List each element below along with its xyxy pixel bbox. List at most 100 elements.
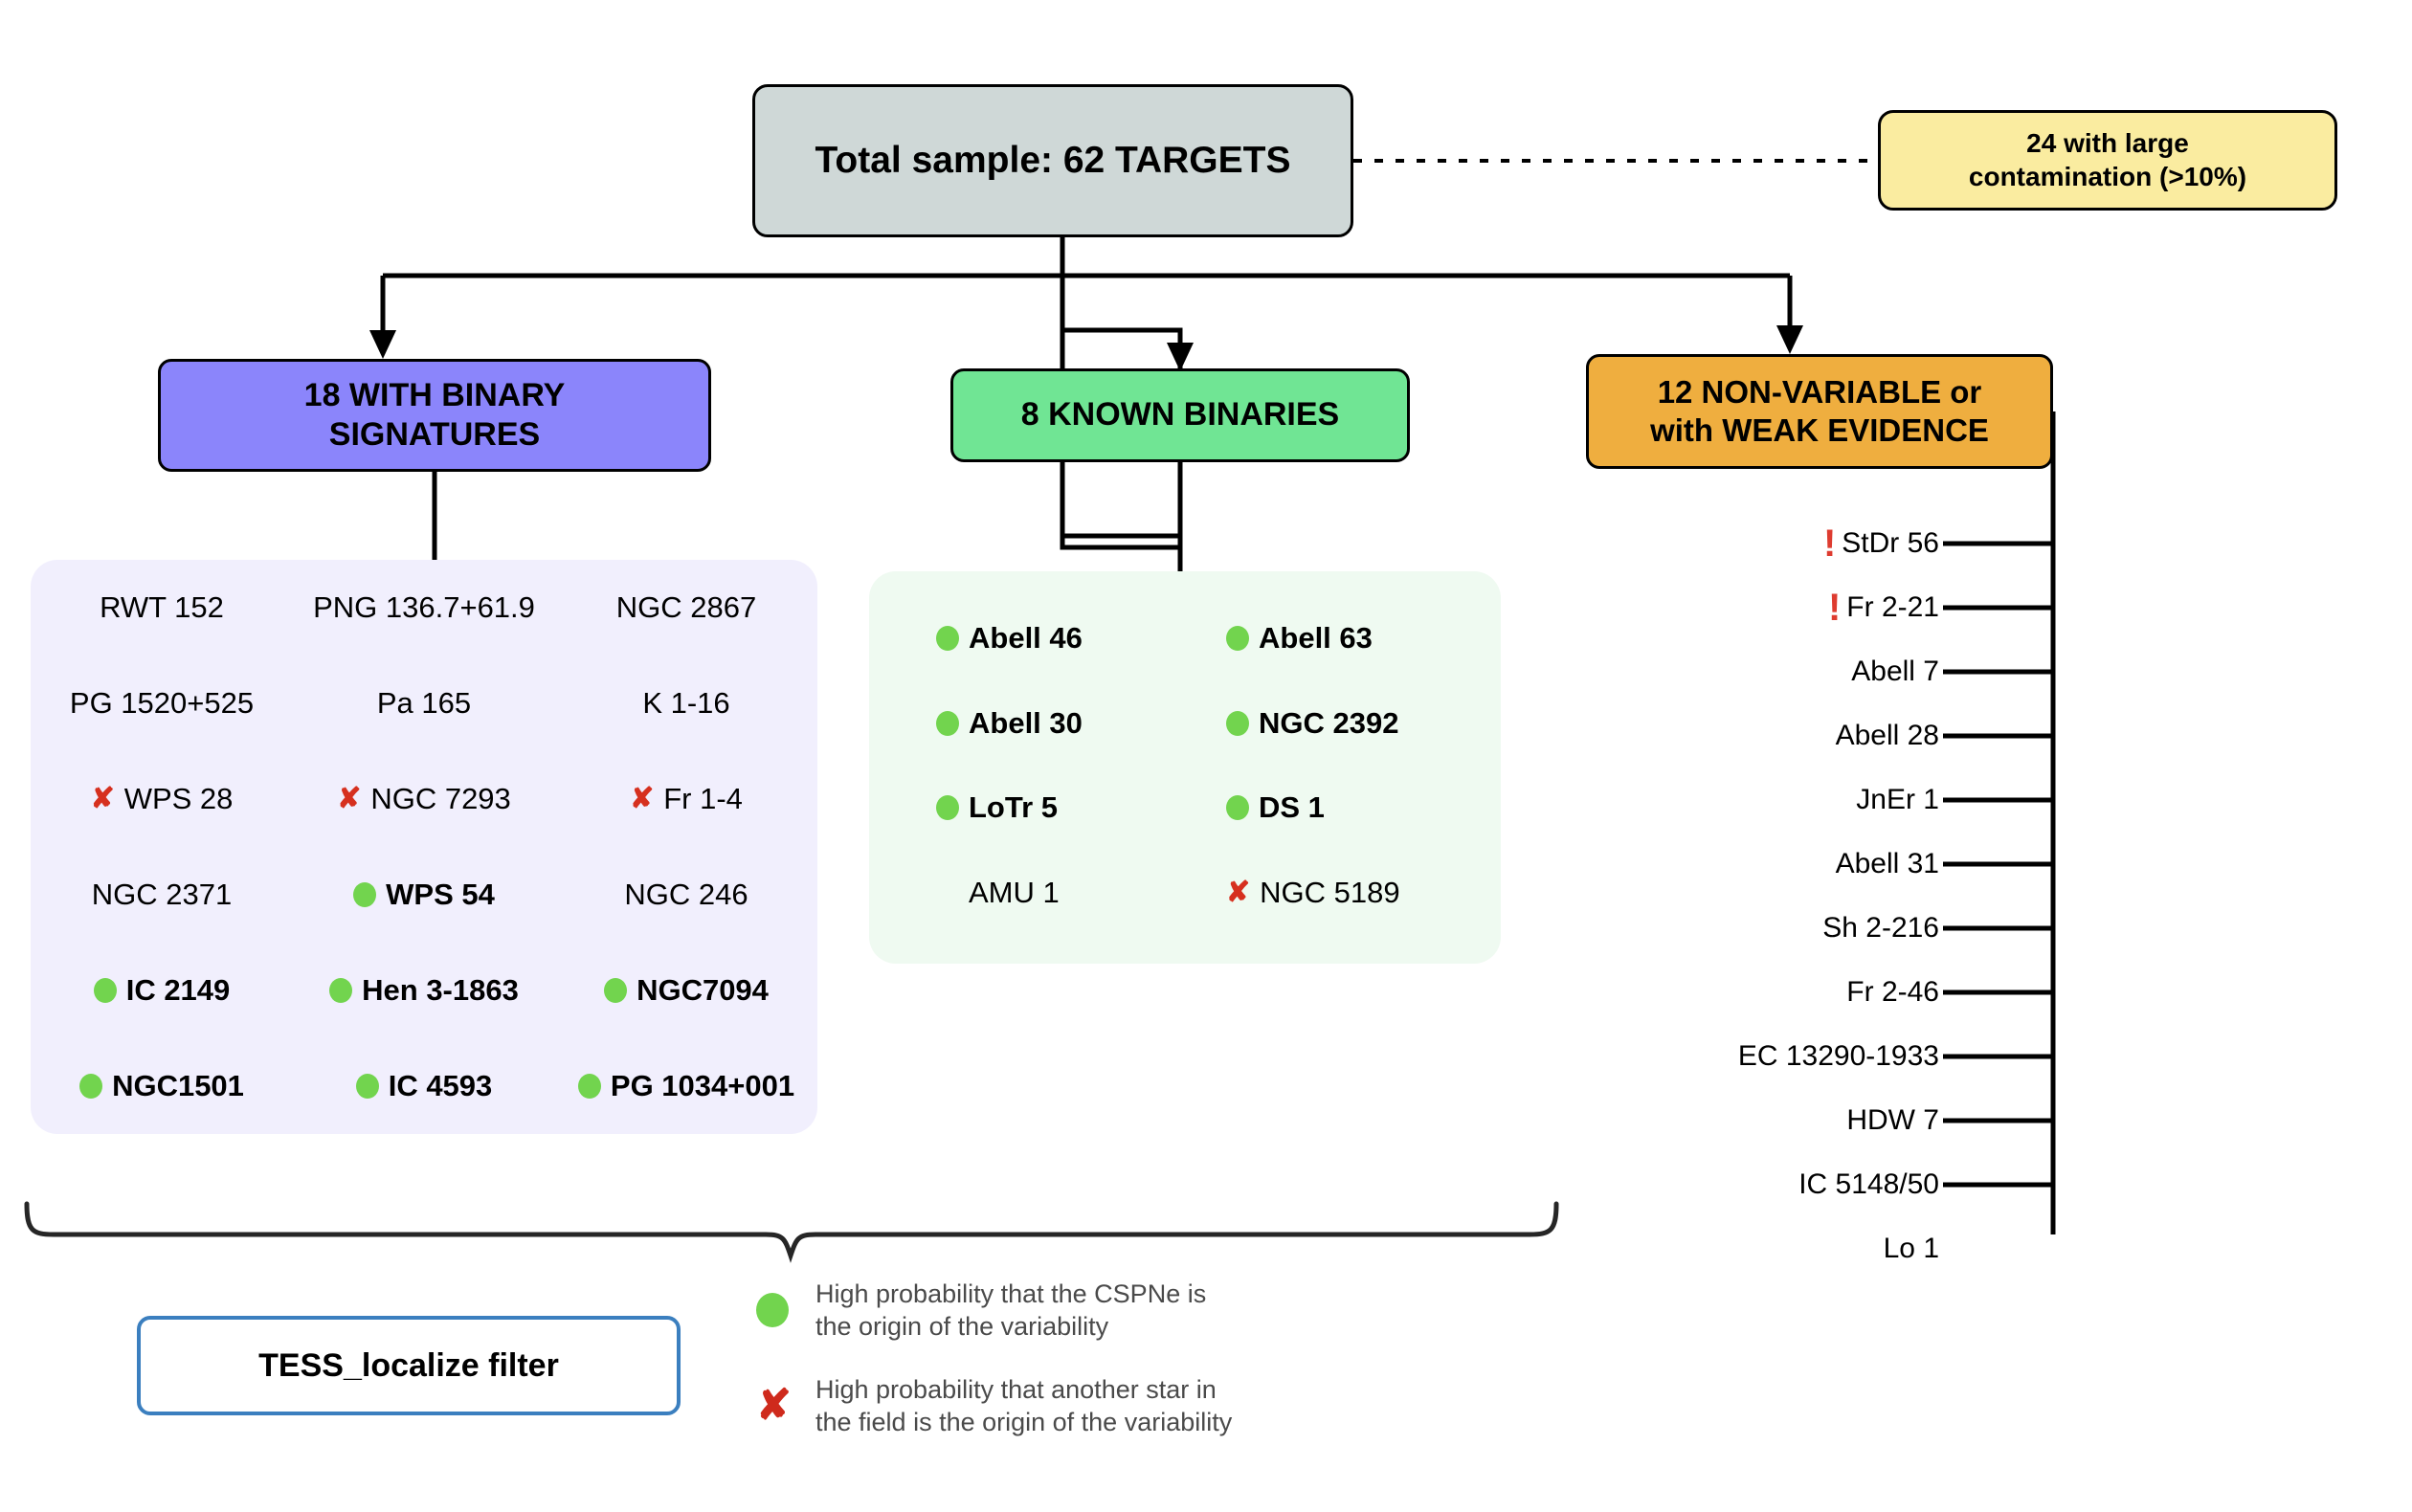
green-dot-icon — [936, 626, 959, 652]
known-target-label: Abell 46 — [969, 621, 1083, 656]
known-target-item: NGC 2392 — [1192, 706, 1482, 741]
binary-target-label: PG 1034+001 — [610, 1069, 795, 1102]
known-target-label: NGC 5189 — [1260, 875, 1400, 909]
binary-target-label: IC 2149 — [125, 973, 231, 1007]
category-non-variable: 12 NON-VARIABLE or with WEAK EVIDENCE — [1586, 354, 2053, 469]
contamination-note-node: 24 with large contamination (>10%) — [1878, 110, 2337, 211]
contamination-line2: contamination (>10%) — [1968, 161, 2247, 191]
red-cross-icon: ✘ — [337, 783, 362, 814]
list-tick-lines — [1943, 541, 2053, 1188]
binary-target-item: IC 4593 — [293, 1069, 555, 1103]
binary-target-item: IC 2149 — [31, 973, 293, 1008]
binary-target-item: ✘ WPS 28 — [31, 782, 293, 816]
total-sample-node: Total sample: 62 TARGETS — [752, 84, 1353, 237]
tess-localize-filter-node: TESS_localize filter — [137, 1316, 681, 1415]
legend-dot-line1: High probability that the CSPNe is — [815, 1279, 1207, 1308]
known-target-label: DS 1 — [1259, 790, 1325, 825]
non-variable-item: Lo 1 — [1884, 1231, 1939, 1267]
green-dot-icon — [936, 710, 959, 736]
non-variable-label: Fr 2-21 — [1846, 591, 1939, 623]
green-dot-icon — [1226, 795, 1249, 821]
binary-target-label: WPS 28 — [123, 782, 234, 815]
green-dot-icon — [79, 1074, 103, 1099]
non-variable-item: JnEr 1 — [1856, 782, 1939, 818]
binary-target-item: ✘Fr 1-4 — [555, 782, 817, 816]
binary-target-item: NGC 2867 — [555, 590, 817, 625]
binary-target-item: NGC 2371 — [31, 878, 293, 912]
binary-target-label: NGC 2371 — [91, 878, 233, 911]
red-cross-icon: ✘ — [756, 1382, 792, 1430]
green-dot-icon — [353, 882, 377, 907]
green-dot-icon — [93, 978, 117, 1003]
green-dot-icon — [577, 1074, 601, 1099]
non-variable-label: Lo 1 — [1883, 1233, 1939, 1264]
category-nonvar-line2: with WEAK EVIDENCE — [1650, 412, 1989, 448]
non-variable-label: JnEr 1 — [1856, 784, 1939, 815]
known-target-item: DS 1 — [1192, 790, 1482, 825]
known-target-item: ✘NGC 5189 — [1192, 876, 1482, 910]
non-variable-item: !Fr 2-21 — [1828, 589, 1939, 627]
non-variable-label: IC 5148/50 — [1798, 1168, 1939, 1200]
binary-target-label: NGC 246 — [624, 878, 748, 911]
binary-target-item: WPS 54 — [293, 878, 555, 912]
total-sample-label: Total sample: 62 TARGETS — [815, 140, 1291, 182]
binary-target-label: WPS 54 — [386, 878, 495, 911]
green-dot-icon — [604, 978, 628, 1003]
green-dot-icon — [756, 1293, 789, 1328]
binary-target-item: PNG 136.7+61.9 — [293, 590, 555, 625]
binary-target-label: Pa 165 — [376, 686, 472, 720]
category-known-label: 8 KNOWN BINARIES — [1020, 396, 1340, 434]
green-dot-icon — [329, 978, 353, 1003]
green-dot-icon — [1226, 626, 1249, 652]
binary-target-label: PNG 136.7+61.9 — [313, 590, 535, 624]
non-variable-item: Sh 2-216 — [1822, 910, 1939, 946]
known-target-label: Abell 63 — [1259, 621, 1373, 656]
binary-target-item: NGC1501 — [31, 1069, 293, 1103]
known-target-label: NGC 2392 — [1259, 705, 1399, 740]
binary-target-item: K 1-16 — [555, 686, 817, 721]
legend: High probability that the CSPNe is the o… — [756, 1268, 1541, 1459]
filter-label: TESS_localize filter — [258, 1346, 559, 1384]
known-target-item: Abell 63 — [1192, 621, 1482, 656]
green-dot-icon — [355, 1074, 379, 1099]
non-variable-item: !StDr 56 — [1823, 524, 1939, 563]
non-variable-label: Abell 28 — [1835, 720, 1939, 751]
legend-cross-line2: the field is the origin of the variabili… — [815, 1408, 1233, 1437]
binary-target-label: RWT 152 — [100, 590, 224, 624]
red-cross-icon: ✘ — [90, 783, 115, 814]
non-variable-item: Abell 28 — [1836, 718, 1939, 754]
binary-target-item: Pa 165 — [293, 686, 555, 721]
binary-target-item: RWT 152 — [31, 590, 293, 625]
non-variable-item: Abell 7 — [1851, 654, 1939, 690]
category-nonvar-line1: 12 NON-VARIABLE or — [1657, 373, 1982, 410]
category-known-binaries: 8 KNOWN BINARIES — [950, 368, 1410, 462]
legend-cross-line1: High probability that another star in — [815, 1375, 1217, 1404]
non-variable-item: Abell 31 — [1836, 846, 1939, 882]
known-target-item: AMU 1 — [902, 876, 1192, 910]
non-variable-item: EC 13290-1933 — [1738, 1038, 1939, 1075]
binary-target-label: NGC7094 — [636, 973, 769, 1007]
category-binary-line2: SIGNATURES — [328, 416, 541, 453]
known-target-label: Abell 30 — [969, 705, 1083, 740]
binary-target-label: Fr 1-4 — [663, 782, 743, 815]
non-variable-label: Sh 2-216 — [1822, 912, 1939, 944]
non-variable-label: StDr 56 — [1842, 527, 1939, 559]
category-binary-line1: 18 WITH BINARY — [303, 376, 566, 413]
non-variable-item: IC 5148/50 — [1798, 1167, 1939, 1203]
green-dot-icon — [1226, 710, 1249, 736]
binary-target-item: ✘NGC 7293 — [293, 782, 555, 816]
category-binary-signatures: 18 WITH BINARY SIGNATURES — [158, 359, 711, 472]
known-target-label: LoTr 5 — [969, 790, 1059, 825]
known-target-item: LoTr 5 — [902, 790, 1192, 825]
binary-target-label: K 1-16 — [642, 686, 730, 720]
known-target-item: Abell 30 — [902, 706, 1192, 741]
contamination-line1: 24 with large — [2026, 128, 2189, 159]
non-variable-item: Fr 2-46 — [1846, 974, 1939, 1011]
legend-row-dot: High probability that the CSPNe is the o… — [756, 1278, 1206, 1343]
